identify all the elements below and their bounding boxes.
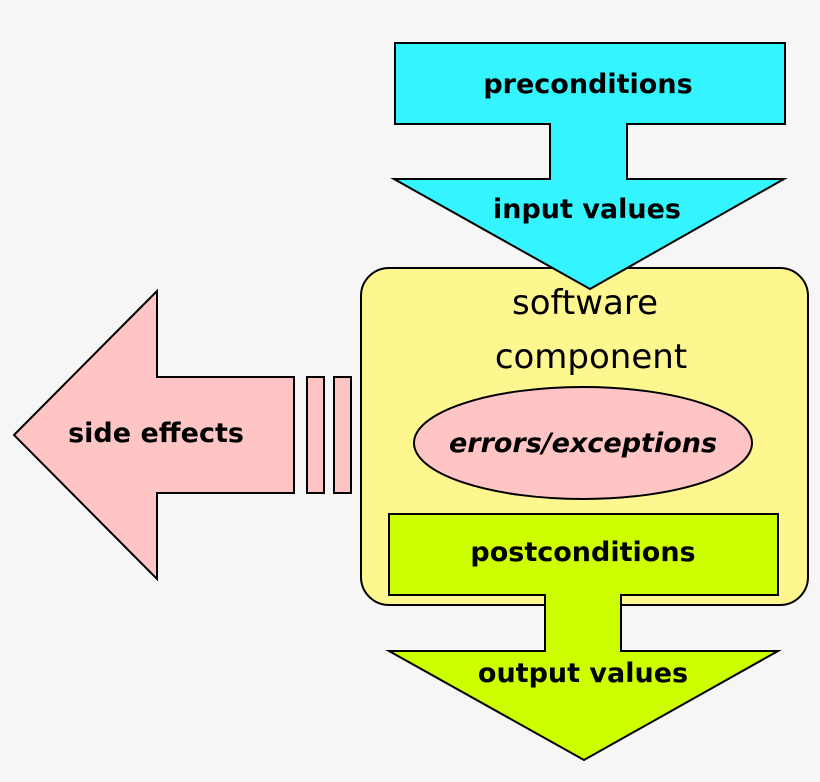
output-values-label: output values bbox=[478, 658, 688, 689]
preconditions-label: preconditions bbox=[483, 69, 692, 100]
component-title-line1: software bbox=[512, 283, 658, 323]
side-effects-arrow-body bbox=[12, 288, 295, 582]
postconditions-label: postconditions bbox=[470, 537, 695, 568]
side-effects-bar-1 bbox=[306, 376, 325, 494]
side-effects-bar-2 bbox=[333, 376, 352, 494]
input-arrow: preconditions input values bbox=[390, 42, 788, 291]
errors-ellipse-shape bbox=[413, 386, 753, 500]
output-arrow-body bbox=[385, 513, 782, 762]
output-arrow: postconditions output values bbox=[385, 513, 782, 762]
errors-label: errors/exceptions bbox=[449, 428, 717, 459]
side-effects-label: side effects bbox=[68, 418, 244, 449]
side-effects-arrow: side effects bbox=[12, 288, 352, 582]
input-values-label: input values bbox=[493, 194, 681, 225]
component-title-line2: component bbox=[495, 337, 687, 377]
errors-ellipse: errors/exceptions bbox=[413, 386, 753, 500]
input-arrow-body bbox=[390, 42, 788, 291]
